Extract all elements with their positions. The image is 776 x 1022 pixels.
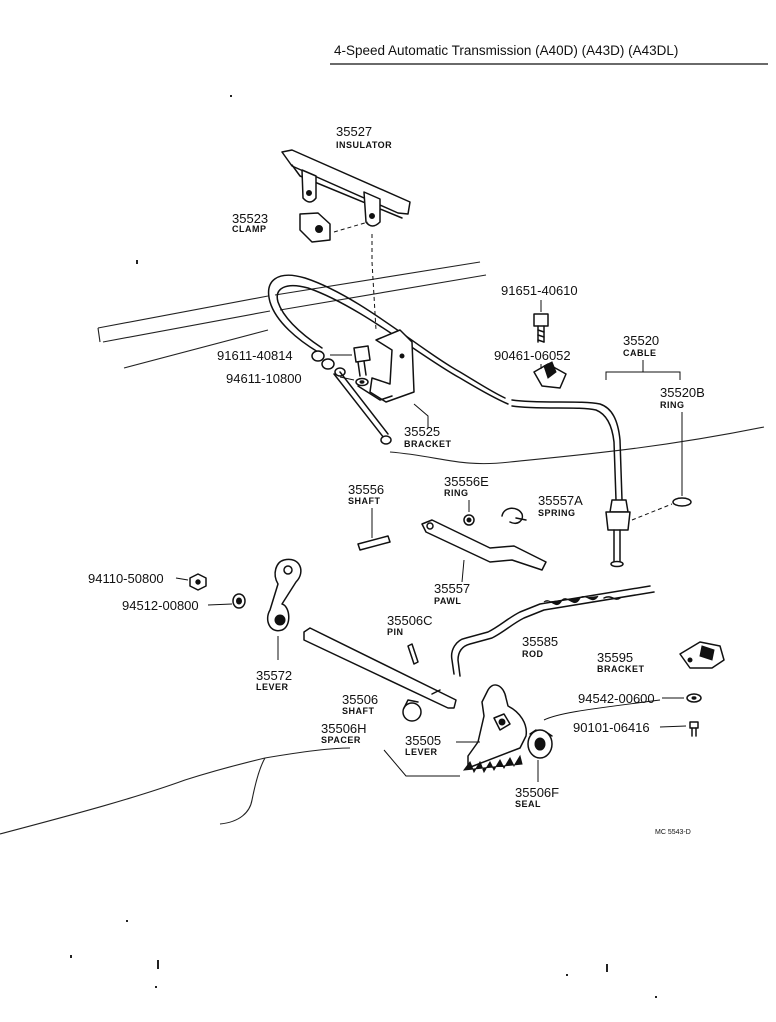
- part-35506-shaft[interactable]: [303, 627, 457, 709]
- label-90101-number: 90101-06416: [573, 720, 650, 735]
- label-35506C-number: 35506C: [387, 613, 433, 628]
- part-35556-shaft[interactable]: [357, 535, 391, 551]
- label-35557A-name: SPRING: [538, 508, 576, 518]
- label-35506C-name: PIN: [387, 627, 404, 637]
- leader-90101: [659, 725, 687, 728]
- leader-35525: [413, 403, 429, 428]
- label-35557-number: 35557: [434, 581, 470, 596]
- label-35556E-name: RING: [444, 488, 469, 498]
- header-title: 4-Speed Automatic Transmission (A40D) (A…: [334, 43, 678, 58]
- leader-35520: [605, 371, 681, 380]
- part-35572-lever[interactable]: [266, 558, 302, 632]
- label-35505-number: 35505: [405, 733, 441, 748]
- part-35520B-ring[interactable]: [672, 497, 692, 507]
- part-35506H-spacer[interactable]: [402, 699, 422, 722]
- part-35520-cable[interactable]: [267, 274, 631, 568]
- part-94611-washer[interactable]: [355, 377, 369, 387]
- scan-marks: [70, 95, 657, 998]
- leader-35557: [461, 559, 465, 583]
- header: 4-Speed Automatic Transmission (A40D) (A…: [330, 43, 768, 65]
- part-labels: 35527 INSULATOR 35523 CLAMP 91651-40610 …: [88, 124, 705, 836]
- part-35506C-pin[interactable]: [407, 643, 419, 665]
- part-91611-bolt[interactable]: [353, 345, 371, 377]
- label-35506F-name: SEAL: [515, 799, 541, 809]
- label-35595-name: BRACKET: [597, 664, 645, 674]
- label-35520-number: 35520: [623, 333, 659, 348]
- part-35506F-seal[interactable]: [527, 729, 553, 759]
- label-35506H-name: SPACER: [321, 735, 361, 745]
- label-35520B-number: 35520B: [660, 385, 705, 400]
- diagram-code: MC 5543-D: [655, 829, 691, 836]
- leader-94110: [175, 577, 189, 581]
- vehicle-body-outline: [0, 261, 765, 835]
- part-35585-rod[interactable]: [450, 585, 655, 677]
- label-35527-name: INSULATOR: [336, 140, 392, 150]
- label-35506F-number: 35506F: [515, 785, 559, 800]
- label-35506-number: 35506: [342, 692, 378, 707]
- part-35557-pawl[interactable]: [421, 519, 547, 571]
- label-35505-name: LEVER: [405, 747, 438, 757]
- label-35525-number: 35525: [404, 424, 440, 439]
- part-cable-fittings[interactable]: [311, 350, 392, 445]
- label-94611-number: 94611-10800: [226, 371, 302, 386]
- leader-94611: [339, 376, 355, 381]
- label-35556-number: 35556: [348, 482, 384, 497]
- label-35556-name: SHAFT: [348, 496, 381, 506]
- label-35556E-number: 35556E: [444, 474, 489, 489]
- part-94512-washer[interactable]: [232, 593, 246, 609]
- leader-94542-to-seal: [543, 699, 661, 721]
- label-94110-number: 94110-50800: [88, 571, 164, 586]
- label-35520B-name: RING: [660, 400, 685, 410]
- label-35557A-number: 35557A: [538, 493, 583, 508]
- part-35525-bracket[interactable]: [357, 329, 415, 403]
- label-35557-name: PAWL: [434, 596, 461, 606]
- label-35506-name: SHAFT: [342, 706, 375, 716]
- dash-35520B: [631, 503, 673, 521]
- part-91651-bolt[interactable]: [533, 313, 549, 343]
- label-91651-number: 91651-40610: [501, 283, 578, 298]
- part-94542-nut[interactable]: [686, 693, 702, 703]
- label-94542-number: 94542-00600: [578, 691, 655, 706]
- label-35523-name: CLAMP: [232, 224, 267, 234]
- label-35506H-number: 35506H: [321, 721, 367, 736]
- part-35523-clamp[interactable]: [299, 212, 331, 243]
- part-90101-bolt[interactable]: [689, 721, 699, 737]
- label-35520-name: CABLE: [623, 348, 657, 358]
- leader-35506H: [383, 749, 460, 777]
- label-91611-number: 91611-40814: [217, 348, 293, 363]
- label-35585-number: 35585: [522, 634, 558, 649]
- label-35585-name: ROD: [522, 649, 544, 659]
- part-94110-nut[interactable]: [189, 573, 207, 591]
- label-35523-number: 35523: [232, 211, 268, 226]
- label-35527-number: 35527: [336, 124, 372, 139]
- part-35595-bracket[interactable]: [679, 641, 725, 669]
- part-35527-insulator[interactable]: [281, 149, 411, 227]
- label-35572-number: 35572: [256, 668, 292, 683]
- part-90461-clip[interactable]: [533, 361, 567, 389]
- label-35525-name: BRACKET: [404, 439, 452, 449]
- part-35505-lever[interactable]: [462, 684, 528, 774]
- leader-94512: [207, 603, 233, 606]
- label-94512-number: 94512-00800: [122, 598, 199, 613]
- label-35572-name: LEVER: [256, 682, 289, 692]
- label-35595-number: 35595: [597, 650, 633, 665]
- part-35557A-spring[interactable]: [501, 507, 527, 525]
- part-35556E-ring[interactable]: [463, 514, 475, 526]
- label-90461-number: 90461-06052: [494, 348, 571, 363]
